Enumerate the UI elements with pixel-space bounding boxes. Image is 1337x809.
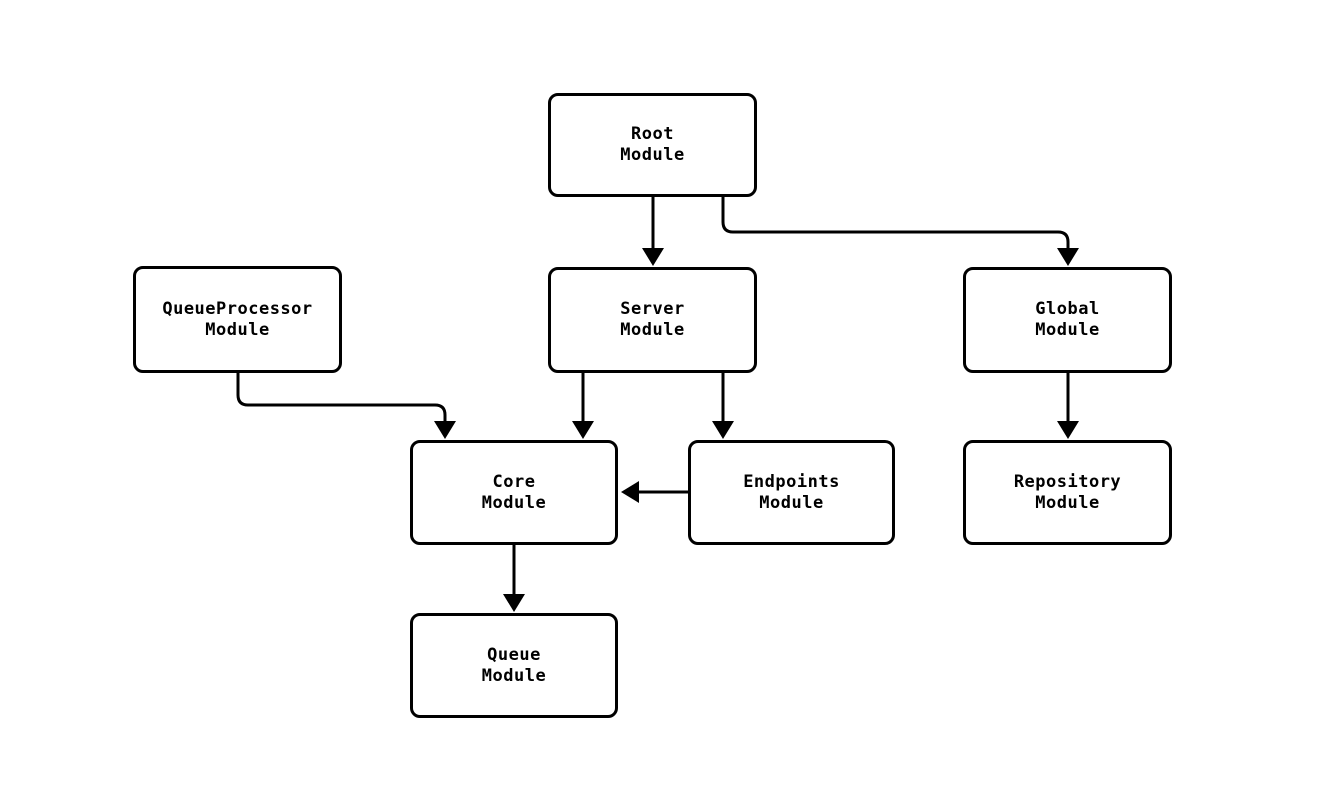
edge-global-to-repository <box>1057 373 1079 439</box>
node-queueprocessor-module: QueueProcessor Module <box>133 266 342 373</box>
node-repository-module: Repository Module <box>963 440 1172 545</box>
node-core-module: Core Module <box>410 440 618 545</box>
edge-root-to-server <box>642 197 664 266</box>
arrowhead-down-icon <box>642 248 664 266</box>
edge-core-to-queue <box>503 545 525 612</box>
node-global-module: Global Module <box>963 267 1172 373</box>
arrowhead-down-icon <box>1057 421 1079 439</box>
node-root-module: Root Module <box>548 93 757 197</box>
arrowhead-down-icon <box>1057 248 1079 266</box>
edge-server-to-core <box>572 373 594 439</box>
edge-root-to-global <box>721 197 1079 266</box>
node-queue-module: Queue Module <box>410 613 618 718</box>
arrowhead-down-icon <box>712 421 734 439</box>
arrowhead-down-icon <box>503 594 525 612</box>
edge-endpoints-to-core <box>621 481 688 503</box>
arrowhead-down-icon <box>572 421 594 439</box>
edge-server-to-endpoints <box>712 373 734 439</box>
node-server-module: Server Module <box>548 267 757 373</box>
edge-queueprocessor-to-core <box>236 373 456 439</box>
arrowhead-left-icon <box>621 481 639 503</box>
node-endpoints-module: Endpoints Module <box>688 440 895 545</box>
arrowhead-down-icon <box>434 421 456 439</box>
